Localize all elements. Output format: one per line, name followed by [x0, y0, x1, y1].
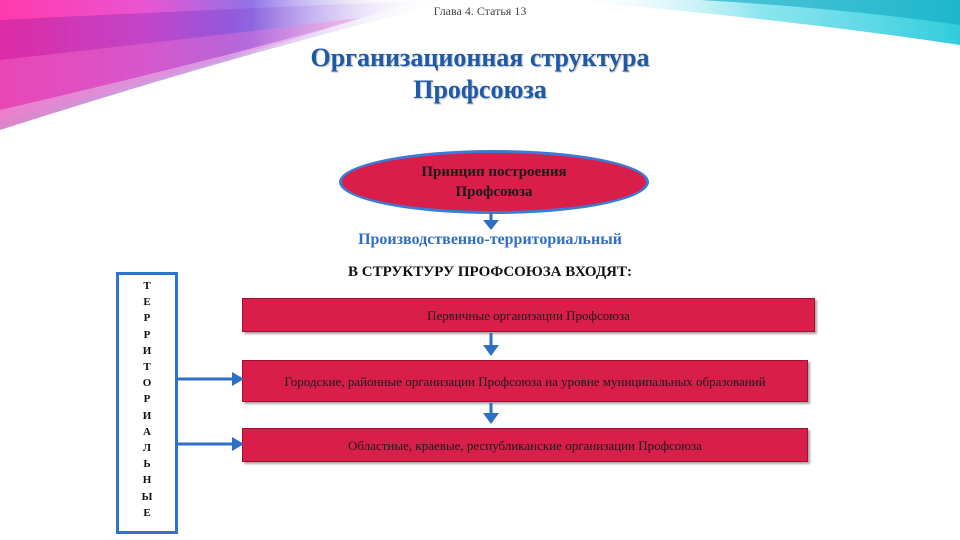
territorial-letter: Т [116, 278, 178, 294]
slide-title-line1: Организационная структура [230, 42, 730, 74]
principle-label: Принцип построения Профсоюза [394, 162, 594, 202]
territorial-letter: Ь [116, 456, 178, 472]
structure-heading: В СТРУКТУРУ ПРОФСОЮЗА ВХОДЯТ: [250, 264, 730, 281]
principle-oval: Принцип построения Профсоюза [339, 150, 649, 214]
principle-label-line1: Принцип построения [394, 162, 594, 182]
territorial-vertical-text: Т Е Р Р И Т О Р И А Л Ь Н Ы Е [116, 278, 178, 521]
territorial-letter: Р [116, 327, 178, 343]
territorial-letter: Р [116, 310, 178, 326]
territorial-letter: Т [116, 359, 178, 375]
territorial-letter: О [116, 375, 178, 391]
territorial-letter: А [116, 424, 178, 440]
chapter-reference: Глава 4. Статья 13 [380, 4, 580, 19]
slide-title-line2: Профсоюза [230, 74, 730, 106]
territorial-letter: Е [116, 505, 178, 521]
territorial-letter: Ы [116, 489, 178, 505]
territorial-letter: Л [116, 440, 178, 456]
level-box-primary: Первичные организации Профсоюза [242, 298, 815, 332]
level-box-regional: Областные, краевые, республиканские орга… [242, 428, 808, 462]
principle-value: Производственно-территориальный [250, 231, 730, 249]
level-box-municipal: Городские, районные организации Профсоюз… [242, 360, 808, 402]
territorial-letter: Р [116, 391, 178, 407]
principle-label-line2: Профсоюза [394, 182, 594, 202]
territorial-letter: Е [116, 294, 178, 310]
slide-title: Организационная структура Профсоюза [230, 42, 730, 106]
territorial-letter: И [116, 343, 178, 359]
territorial-letter: Н [116, 472, 178, 488]
territorial-letter: И [116, 408, 178, 424]
